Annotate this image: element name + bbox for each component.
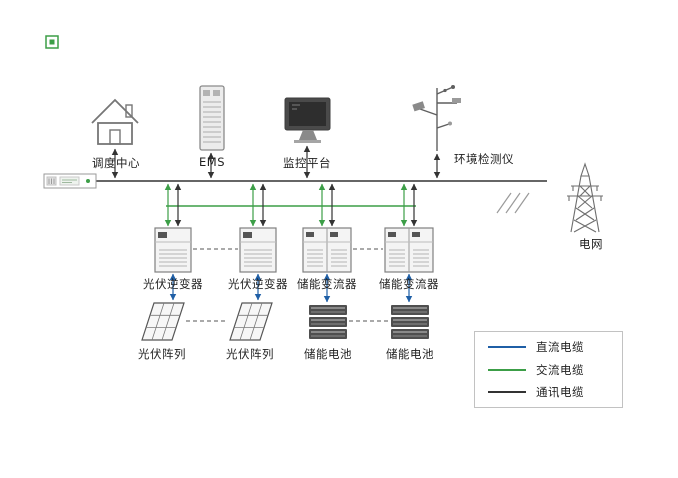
label-grid: 电网: [579, 237, 603, 251]
legend-line-dc: [488, 345, 526, 348]
legend-item-dc: 直流电缆: [488, 339, 622, 355]
label-storage-converter-1: 储能变流器: [297, 277, 357, 291]
logo-mark: [45, 35, 59, 49]
label-storage-converter-2: 储能变流器: [379, 277, 439, 291]
pv-inverter-cabinet-1: [154, 227, 192, 273]
label-ems: EMS: [199, 155, 225, 169]
grid-connection-slashes: [496, 192, 530, 214]
storage-converter-cabinet-2: [384, 227, 434, 273]
pv-inverter-cabinet-2: [239, 227, 277, 273]
dispatch-center-icon: [91, 98, 139, 145]
legend-line-comm: [488, 391, 526, 394]
monitor-icon: [284, 97, 331, 143]
legend-box: 直流电缆 交流电缆 通讯电缆: [474, 331, 623, 408]
legend-label-ac: 交流电缆: [536, 362, 584, 377]
battery-stack-icon-1: [309, 305, 347, 339]
dc-links: [169, 273, 413, 303]
comm-links-top: [111, 145, 441, 179]
label-dispatch-center: 调度中心: [92, 156, 140, 170]
storage-converter-cabinet-1: [302, 227, 352, 273]
label-pv-inverter-2: 光伏逆变器: [228, 277, 288, 291]
battery-stack-icon-2: [391, 305, 429, 339]
label-battery-2: 储能电池: [386, 347, 434, 361]
legend-item-comm: 通讯电缆: [488, 384, 622, 400]
legend-line-ac: [488, 368, 526, 371]
pv-array-icon-2: [229, 302, 273, 341]
label-monitoring-platform: 监控平台: [283, 156, 331, 170]
transmission-tower-icon: [567, 162, 603, 233]
ems-server-icon: [199, 85, 225, 151]
dashed-connectors: [186, 248, 389, 322]
label-env-detector: 环境检测仪: [454, 152, 514, 166]
weather-station-icon: [412, 85, 461, 151]
pv-array-icon-1: [141, 302, 185, 341]
legend-item-ac: 交流电缆: [488, 362, 622, 378]
converter-links: [164, 183, 418, 227]
label-pv-array-1: 光伏阵列: [138, 347, 186, 361]
energy-meter-icon: [43, 173, 97, 189]
legend-label-comm: 通讯电缆: [536, 385, 584, 400]
label-pv-array-2: 光伏阵列: [226, 347, 274, 361]
legend-label-dc: 直流电缆: [536, 339, 584, 354]
label-battery-1: 储能电池: [304, 347, 352, 361]
label-pv-inverter-1: 光伏逆变器: [143, 277, 203, 291]
